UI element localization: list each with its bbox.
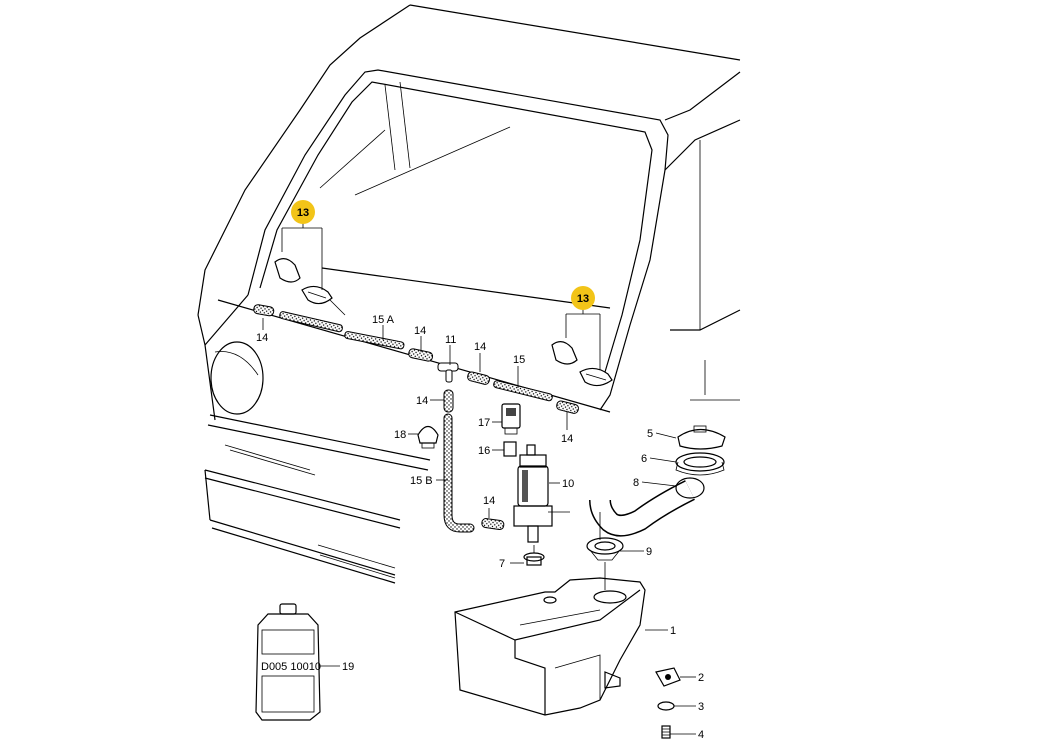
callout-5: 5 xyxy=(647,428,653,440)
washer-pump-10 xyxy=(513,444,570,543)
screw-4 xyxy=(661,725,671,739)
callout-11: 11 xyxy=(445,334,456,346)
callout-labels: 14 15 A 14 11 14 15 14 14 18 17 16 15 B … xyxy=(256,314,704,739)
callout-17: 17 xyxy=(478,417,490,429)
fluid-bottle-19 xyxy=(255,603,321,721)
callout-8: 8 xyxy=(633,477,639,489)
callout-14-d: 14 xyxy=(561,433,573,445)
badge-13-right[interactable]: 13 xyxy=(571,286,595,310)
t-piece xyxy=(437,362,459,383)
callout-14-e: 14 xyxy=(416,395,428,407)
callout-15B: 15 B xyxy=(410,475,433,487)
hose-network xyxy=(253,304,579,533)
callout-6: 6 xyxy=(641,453,647,465)
badge-13-left-circle xyxy=(291,200,315,224)
leader-lines xyxy=(262,220,696,735)
callout-15: 15 xyxy=(513,354,525,366)
callout-14-a: 14 xyxy=(256,332,268,344)
callout-14-c: 14 xyxy=(474,341,486,353)
callout-9: 9 xyxy=(646,546,652,558)
reservoir-1 xyxy=(454,577,646,716)
filler-neck-8 xyxy=(589,477,705,540)
callout-1: 1 xyxy=(670,625,676,637)
grommet-9 xyxy=(586,537,624,590)
callout-18: 18 xyxy=(394,429,406,441)
badge-13-left[interactable]: 13 xyxy=(291,200,315,224)
washer-3 xyxy=(657,701,675,711)
callout-3: 3 xyxy=(698,701,704,713)
badge-13-right-circle xyxy=(571,286,595,310)
bottle-label-text: D005 10010 xyxy=(261,661,321,673)
nozzle-left xyxy=(274,227,346,316)
plug-17 xyxy=(501,403,521,435)
filler-cap-5 xyxy=(677,425,726,450)
callout-19: 19 xyxy=(342,661,354,673)
nozzle-right xyxy=(551,313,613,387)
callout-7: 7 xyxy=(499,558,505,570)
callout-15A: 15 A xyxy=(372,314,395,326)
callout-16: 16 xyxy=(478,445,490,457)
callout-13-right: 13 xyxy=(577,293,589,305)
callout-10: 10 xyxy=(562,478,574,490)
callout-14-f: 14 xyxy=(483,495,495,507)
ring-nut-6 xyxy=(675,452,725,476)
grommet-7 xyxy=(523,545,545,566)
grommet-18 xyxy=(417,425,439,449)
connector-16 xyxy=(503,441,517,457)
callout-14-b: 14 xyxy=(414,325,426,337)
callout-13-left: 13 xyxy=(297,207,309,219)
callout-2: 2 xyxy=(698,672,704,684)
bracket-2 xyxy=(655,667,681,687)
callout-4: 4 xyxy=(698,729,704,739)
